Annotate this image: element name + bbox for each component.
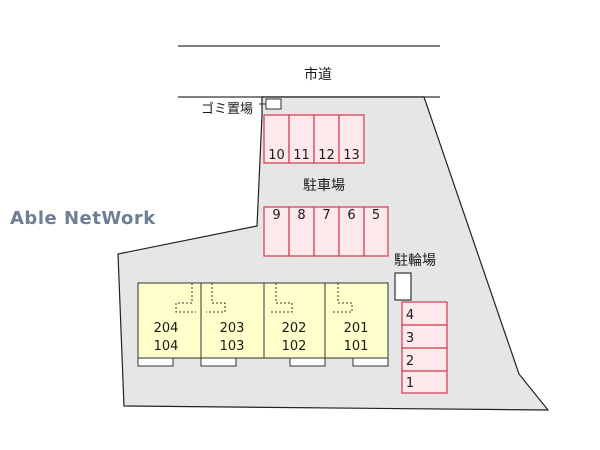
unit-block xyxy=(324,282,389,359)
bike-parking-area xyxy=(394,272,412,301)
entrance-outline xyxy=(270,283,293,313)
doorstep xyxy=(289,357,326,367)
entrance-outline xyxy=(206,283,226,313)
unit-number-upper: 204 xyxy=(154,321,179,336)
parking-stall xyxy=(288,114,315,164)
unit-number-upper: 201 xyxy=(344,321,369,336)
stall-number: 10 xyxy=(268,148,285,163)
parking-label: 駐車場 xyxy=(303,177,345,194)
stall-number: 9 xyxy=(272,208,280,223)
unit-block xyxy=(137,282,202,359)
unit-number-lower: 104 xyxy=(154,339,179,354)
parking-stall xyxy=(338,114,365,164)
unit-number-lower: 101 xyxy=(344,339,369,354)
parking-top-row: 10 11 12 13 xyxy=(263,114,365,164)
unit-number-upper: 202 xyxy=(282,321,307,336)
parking-middle-row: 9 8 7 6 5 xyxy=(263,206,389,257)
watermark: Able NetWork xyxy=(10,208,156,229)
stall-number: 1 xyxy=(406,376,414,391)
stall-number: 4 xyxy=(406,308,414,323)
entrance-outline xyxy=(332,283,353,313)
stall-number: 6 xyxy=(347,208,355,223)
parking-stall xyxy=(338,206,365,257)
stall-number: 2 xyxy=(406,354,414,369)
unit-number-lower: 102 xyxy=(282,339,307,354)
stall-number: 13 xyxy=(343,148,360,163)
doorstep xyxy=(200,357,237,367)
unit-number-lower: 103 xyxy=(220,339,245,354)
apartment-building: 204 104 203 103 202 102 201 101 xyxy=(137,282,389,367)
stall-number: 8 xyxy=(297,208,305,223)
parking-stall xyxy=(263,114,290,164)
stall-number: 7 xyxy=(322,208,330,223)
entrance-outline xyxy=(175,283,196,313)
stall-number: 12 xyxy=(318,148,335,163)
garbage-label: ゴミ置場 xyxy=(201,101,253,117)
stall-number: 11 xyxy=(293,148,310,163)
parking-stall xyxy=(363,206,389,257)
stall-number: 5 xyxy=(372,208,380,223)
doorstep xyxy=(352,357,389,367)
bike-parking-label: 駐輪場 xyxy=(394,252,436,269)
unit-number-upper: 203 xyxy=(220,321,245,336)
stall-number: 3 xyxy=(406,331,414,346)
unit-block xyxy=(263,282,326,359)
parking-stall xyxy=(401,370,448,394)
road-label: 市道 xyxy=(304,66,332,83)
garbage-station xyxy=(265,98,282,110)
parking-right-column: 4 3 2 1 xyxy=(401,301,448,394)
doorstep xyxy=(137,357,174,367)
